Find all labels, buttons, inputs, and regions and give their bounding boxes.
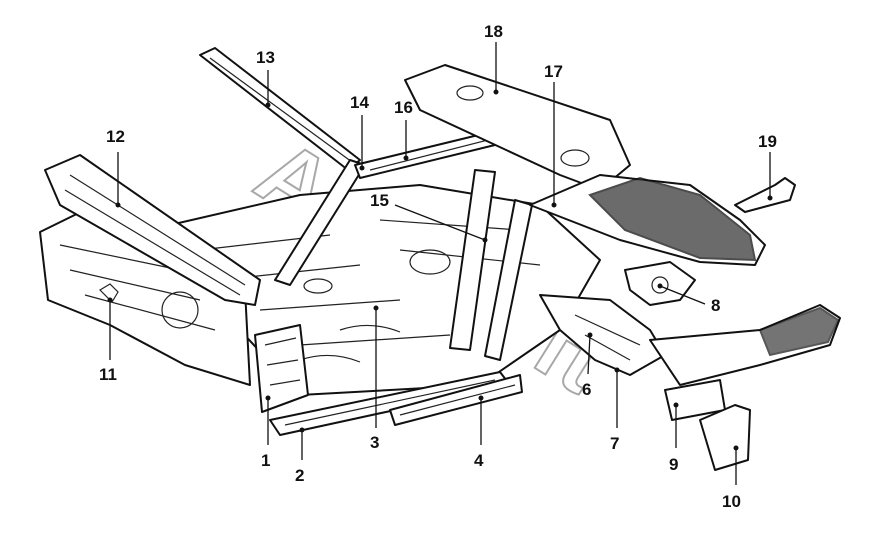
callout-16-label: 16 (394, 98, 413, 117)
callout-15-label: 15 (370, 191, 389, 210)
callout-15: 15 (370, 191, 488, 243)
part-1-pillar-bracket (254, 324, 309, 413)
callout-16: 16 (394, 98, 413, 161)
callout-4: 4 (474, 395, 484, 470)
part-19-rear-bracket (734, 177, 796, 213)
callout-1: 1 (261, 395, 271, 470)
callout-14: 14 (350, 93, 369, 171)
callout-14-label: 14 (350, 93, 369, 112)
part-12-front-rail (44, 154, 261, 306)
callout-7: 7 (610, 367, 620, 453)
part-10-rear-corner (699, 404, 751, 471)
callout-8-label: 8 (711, 296, 720, 315)
callout-10-label: 10 (722, 492, 741, 511)
callout-6-label: 6 (582, 380, 591, 399)
callout-2-label: 2 (295, 466, 304, 485)
part-rear-frame-extension (649, 304, 841, 386)
callout-12: 12 (106, 127, 125, 208)
callout-9: 9 (669, 402, 679, 474)
part-15-b-pillar (449, 169, 533, 361)
part-18-rear-shelf (404, 64, 631, 191)
callout-13-label: 13 (256, 48, 275, 67)
part-13-roof-rail (199, 47, 361, 171)
callout-10: 10 (722, 445, 741, 511)
part-4-right-sill (389, 374, 523, 426)
callout-9-label: 9 (669, 455, 678, 474)
callout-11-label: 11 (99, 365, 117, 384)
part-17-rear-floor (529, 174, 766, 266)
callout-7-label: 7 (610, 434, 619, 453)
callout-3-label: 3 (370, 433, 379, 452)
callout-2: 2 (295, 427, 305, 485)
callout-4-label: 4 (474, 451, 484, 470)
callout-6: 6 (582, 332, 593, 399)
callout-18-label: 18 (484, 22, 503, 41)
callout-12-label: 12 (106, 127, 125, 146)
callout-17: 17 (544, 62, 563, 208)
callout-3: 3 (370, 305, 379, 452)
callout-11: 11 (99, 297, 117, 384)
part-6-7-rear-rails (539, 294, 666, 376)
callout-18: 18 (484, 22, 503, 95)
callout-1-label: 1 (261, 451, 270, 470)
callout-19-label: 19 (758, 132, 777, 151)
callout-19: 19 (758, 132, 777, 201)
callout-8: 8 (657, 283, 720, 315)
callout-17-label: 17 (544, 62, 563, 81)
callout-13: 13 (256, 48, 275, 108)
